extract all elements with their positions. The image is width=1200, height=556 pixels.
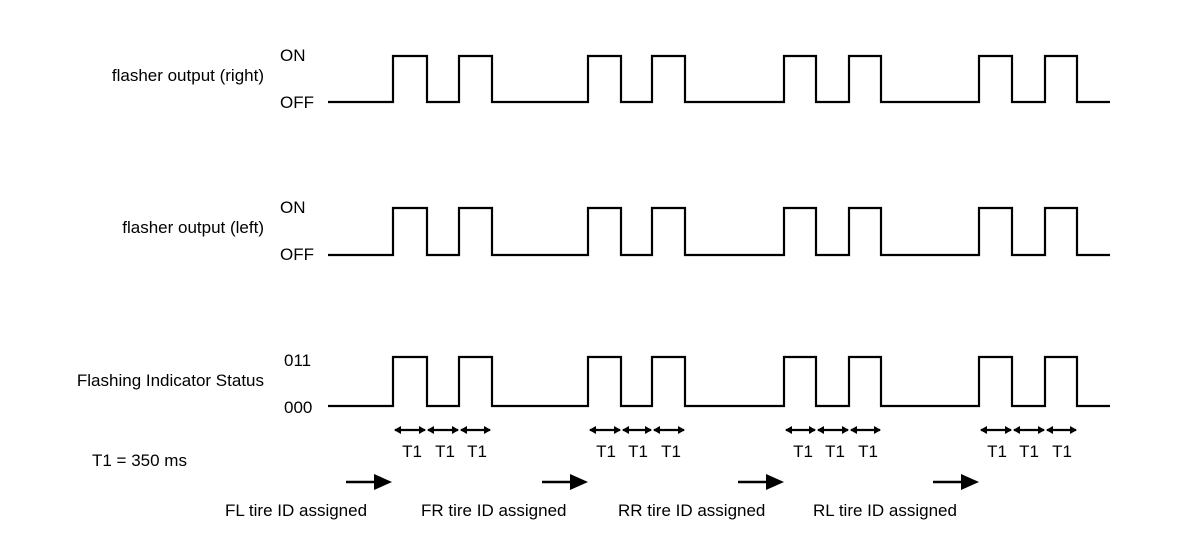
signal-status: Flashing Indicator Status 011 000 [77,351,1110,417]
interval-label: T1 [1019,442,1039,461]
interval-label: T1 [402,442,422,461]
timing-note: T1 = 350 ms [92,451,187,470]
interval-label: T1 [1052,442,1072,461]
signal-left-high-label: ON [280,198,306,217]
assignment-fl: FL tire ID assigned [225,474,392,520]
interval-label: T1 [987,442,1007,461]
signal-right-label: flasher output (right) [112,66,264,85]
timing-group-1: T1 T1 T1 [394,426,491,461]
interval-label: T1 [435,442,455,461]
signal-status-label: Flashing Indicator Status [77,371,264,390]
assignment-arrow-head [766,474,784,490]
signal-status-low-label: 000 [284,398,312,417]
timing-group-3: T1 T1 T1 [785,426,881,461]
signal-left-waveform [328,206,1110,257]
assignments: FL tire ID assigned FR tire ID assigned … [225,474,979,520]
assignment-rl: RL tire ID assigned [813,474,979,520]
signal-right: flasher output (right) ON OFF [112,46,1110,112]
interval-label: T1 [825,442,845,461]
signal-right-waveform [328,54,1110,104]
signal-right-low-label: OFF [280,93,314,112]
signal-status-high-label: 011 [284,351,311,370]
interval-label: T1 [793,442,813,461]
signal-left-low-label: OFF [280,245,314,264]
signal-left-label: flasher output (left) [122,218,264,237]
assignment-fr: FR tire ID assigned [421,474,588,520]
interval-label: T1 [628,442,648,461]
assignment-arrow-head [570,474,588,490]
signal-right-high-label: ON [280,46,306,65]
interval-label: T1 [858,442,878,461]
timing-intervals: T1 T1 T1 T1 T1 T1 T1 T1 T1 T1 [394,426,1077,461]
timing-group-4: T1 T1 T1 [980,426,1077,461]
interval-label: T1 [661,442,681,461]
assignment-rr: RR tire ID assigned [618,474,784,520]
signal-left: flasher output (left) ON OFF [122,198,1110,264]
assignment-label-rl: RL tire ID assigned [813,501,957,520]
signal-status-waveform [328,355,1110,408]
assignment-label-rr: RR tire ID assigned [618,501,765,520]
assignment-label-fl: FL tire ID assigned [225,501,367,520]
interval-label: T1 [467,442,487,461]
interval-label: T1 [596,442,616,461]
assignment-arrow-head [374,474,392,490]
assignment-label-fr: FR tire ID assigned [421,501,567,520]
timing-group-2: T1 T1 T1 [589,426,685,461]
assignment-arrow-head [961,474,979,490]
